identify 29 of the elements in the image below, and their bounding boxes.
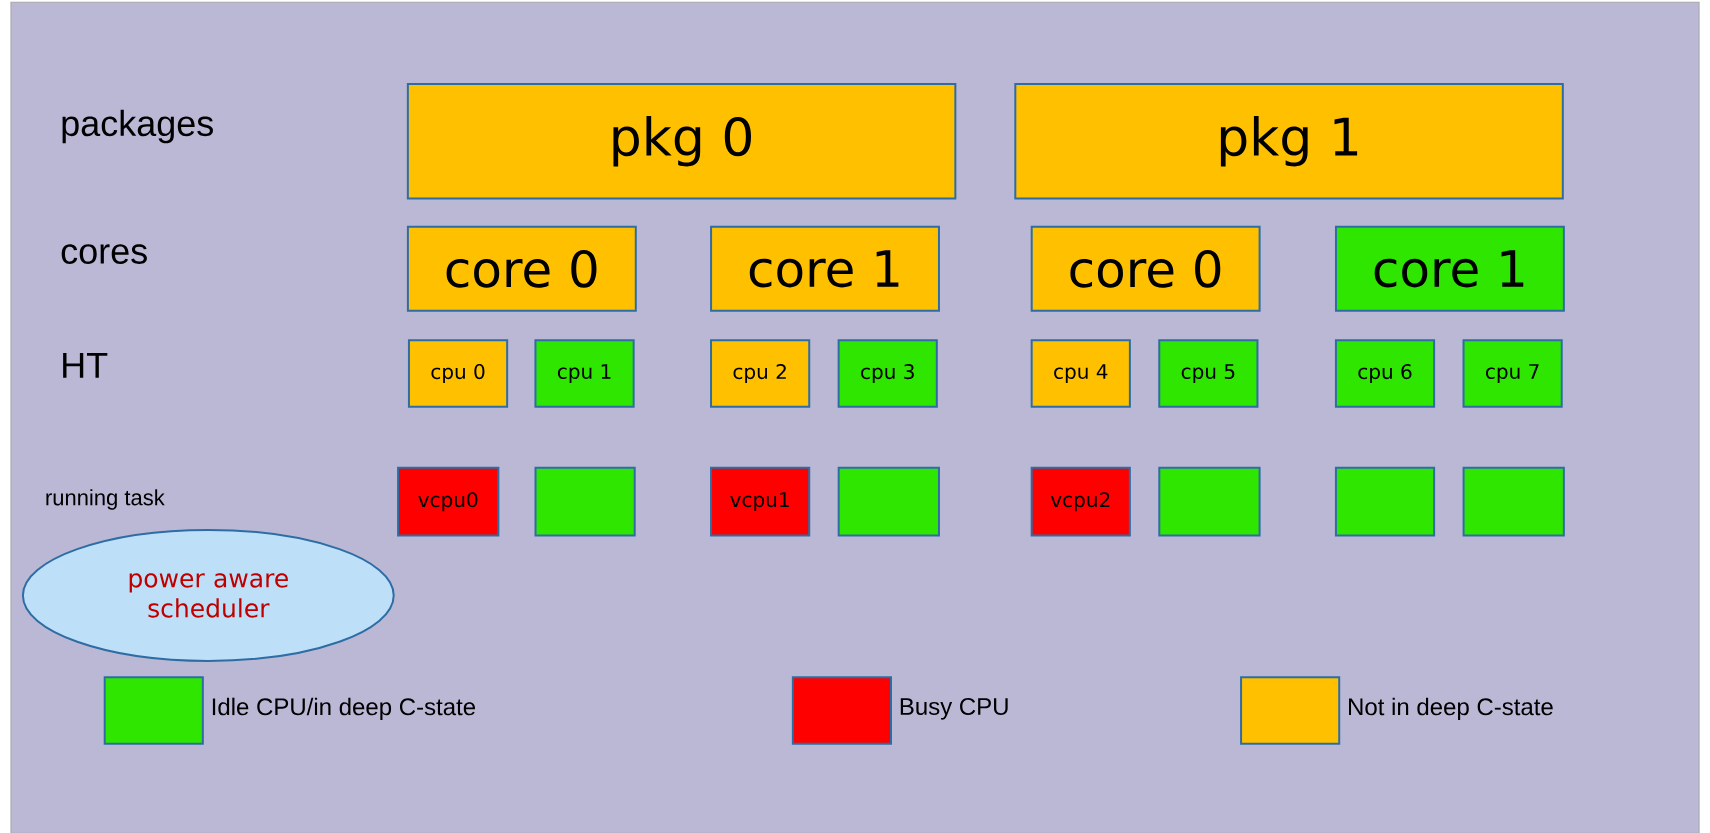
idle-box	[1158, 466, 1261, 537]
task-box: vcpu1	[710, 466, 811, 537]
row-label: cores	[61, 244, 147, 264]
task-box: vcpu2	[1030, 466, 1131, 537]
cpu-box: cpu 4	[1030, 339, 1131, 408]
row-label: running task	[46, 489, 165, 510]
idle-box	[534, 466, 636, 537]
cpu-box: cpu 5	[1158, 339, 1259, 408]
cpu-box: cpu 6	[1334, 339, 1436, 408]
legend-label: Not in deep C-state	[1349, 697, 1553, 721]
core-box: core 1	[1334, 225, 1565, 312]
core-box: core 1	[710, 225, 940, 312]
idle-box	[837, 466, 940, 537]
row-label: HT	[63, 352, 108, 378]
cpu-box: cpu 3	[837, 339, 938, 408]
idle-box	[1334, 466, 1436, 537]
cpu-box: cpu 2	[710, 339, 811, 408]
legend-label: Busy CPU	[900, 698, 1008, 720]
idle-box	[1462, 466, 1565, 537]
cpu-box: cpu 7	[1462, 339, 1563, 408]
core-box: core 0	[406, 225, 637, 312]
legend-label: Idle CPU/in deep C-state	[212, 697, 476, 721]
cpu-box: cpu 0	[407, 339, 509, 408]
task-box: vcpu0	[397, 466, 500, 537]
cpu-box: cpu 1	[534, 339, 635, 408]
row-label: packages	[62, 109, 213, 144]
pkg-box: pkg 1	[1014, 83, 1564, 200]
core-box: core 0	[1030, 225, 1261, 312]
pkg-box: pkg 0	[406, 83, 957, 200]
